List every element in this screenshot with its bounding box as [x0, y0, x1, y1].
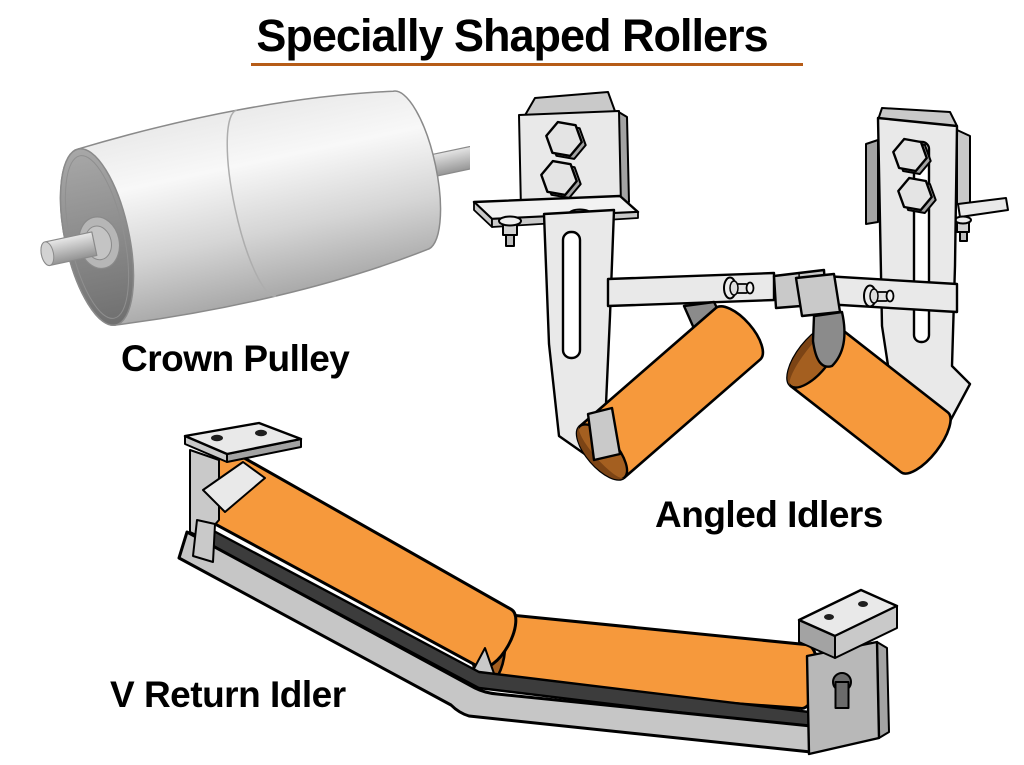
v-return-idler-illustration	[177, 421, 899, 756]
right-fork-prong	[811, 310, 846, 368]
mount-plate	[183, 421, 303, 456]
right-fork-upper	[794, 272, 842, 318]
v-return-idler-label: V Return Idler	[110, 674, 346, 715]
hex-bolt	[545, 120, 583, 158]
adjustment-slot	[561, 230, 582, 360]
pulley-hub	[40, 216, 121, 270]
pulley-drawing	[40, 90, 470, 327]
bar-bolt	[723, 276, 755, 300]
bolt-hole	[858, 601, 868, 607]
pulley-shaft-left-tip	[40, 241, 55, 266]
hex-bolt	[540, 159, 578, 197]
crown-pulley-label: Crown Pulley	[121, 338, 350, 379]
bar-bolt	[863, 284, 895, 308]
hex-bolt	[897, 176, 933, 212]
keyhole-slot	[834, 681, 850, 709]
title-underline	[251, 63, 803, 66]
left-fork-prong	[586, 406, 622, 462]
angled-idlers-label: Angled Idlers	[655, 494, 883, 535]
bolt-hole	[211, 434, 223, 442]
shelf-bolt	[498, 215, 522, 247]
bolt-hole	[255, 429, 267, 437]
angled-idlers-illustration	[472, 91, 1009, 481]
bolt-hole	[824, 614, 834, 620]
pulley-shaft-right	[430, 144, 470, 177]
right-end-bracket	[797, 588, 899, 756]
page-title: Specially Shaped Rollers	[256, 10, 768, 61]
left-hanger-arm	[542, 208, 622, 459]
pulley-seam	[226, 109, 277, 297]
hex-bolt	[892, 137, 928, 173]
flange-bolt	[954, 215, 972, 242]
left-end-bracket	[183, 421, 303, 563]
crown-pulley-illustration	[40, 90, 470, 327]
